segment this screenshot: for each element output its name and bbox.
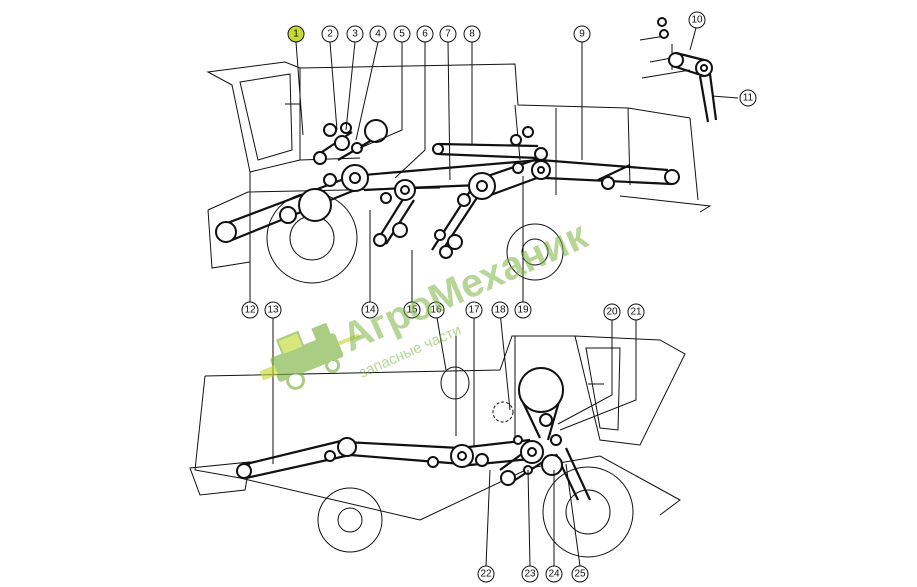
svg-text:21: 21 <box>630 307 642 318</box>
svg-text:5: 5 <box>399 29 405 40</box>
callout-15: 15 <box>403 301 421 319</box>
svg-text:11: 11 <box>743 93 754 104</box>
callout-2: 2 <box>321 25 339 43</box>
callout-10: 10 <box>688 11 706 29</box>
svg-text:9: 9 <box>579 29 585 40</box>
svg-text:10: 10 <box>691 15 703 26</box>
combine-right-view <box>189 335 686 558</box>
svg-text:4: 4 <box>375 29 381 40</box>
svg-text:22: 22 <box>480 569 492 580</box>
svg-text:8: 8 <box>469 29 475 40</box>
svg-text:12: 12 <box>244 305 256 316</box>
svg-text:1: 1 <box>293 29 299 40</box>
svg-text:24: 24 <box>548 569 560 580</box>
svg-text:18: 18 <box>494 305 506 316</box>
svg-text:2: 2 <box>327 29 333 40</box>
callout-19: 19 <box>514 301 532 319</box>
callout-9: 9 <box>573 25 591 43</box>
callout-5: 5 <box>393 25 411 43</box>
svg-text:23: 23 <box>524 569 536 580</box>
combine-left-view <box>206 17 718 284</box>
svg-text:25: 25 <box>574 569 586 580</box>
callout-3: 3 <box>346 25 364 43</box>
callout-17: 17 <box>465 301 483 319</box>
svg-text:19: 19 <box>517 305 529 316</box>
svg-text:15: 15 <box>406 305 418 316</box>
callout-7: 7 <box>439 25 457 43</box>
combine-body-outline-top <box>206 61 712 284</box>
leader-lines <box>249 27 739 567</box>
callout-21: 21 <box>627 303 645 321</box>
combine-body-outline-bottom <box>189 335 686 558</box>
callout-11: 11 <box>739 89 757 107</box>
callout-12: 12 <box>241 301 259 319</box>
svg-text:17: 17 <box>468 305 480 316</box>
callout-16: 16 <box>427 301 445 319</box>
pulleys-bottom <box>236 367 564 486</box>
svg-text:7: 7 <box>445 29 451 40</box>
callout-25: 25 <box>571 565 589 583</box>
combine-logo-icon <box>259 322 361 390</box>
inset-detail-top-right <box>639 17 718 123</box>
svg-text:20: 20 <box>606 307 618 318</box>
callout-13: 13 <box>264 301 282 319</box>
pulleys-top <box>215 119 680 259</box>
callout-20: 20 <box>603 303 621 321</box>
svg-text:16: 16 <box>430 305 442 316</box>
callout-1: 1 <box>287 25 305 43</box>
callout-8: 8 <box>463 25 481 43</box>
callout-14: 14 <box>361 301 379 319</box>
callout-4: 4 <box>369 25 387 43</box>
callout-22: 22 <box>477 565 495 583</box>
svg-text:13: 13 <box>267 305 279 316</box>
watermark-brand: АгроМеханик <box>336 213 595 360</box>
svg-text:3: 3 <box>352 29 358 40</box>
svg-text:6: 6 <box>422 29 428 40</box>
callout-6: 6 <box>416 25 434 43</box>
callout-23: 23 <box>521 565 539 583</box>
callout-24: 24 <box>545 565 563 583</box>
svg-text:14: 14 <box>364 305 376 316</box>
callout-18: 18 <box>491 301 509 319</box>
